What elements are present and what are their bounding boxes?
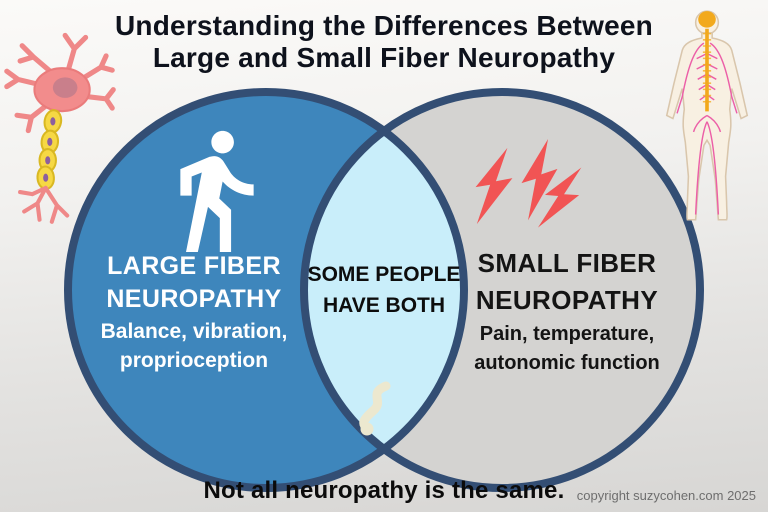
walking-person-icon [180,130,254,252]
neuron-nucleus [52,77,78,98]
small-fiber-section: SMALL FIBER NEUROPATHY Pain, temperature… [460,245,674,377]
body-outline [665,32,749,221]
small-fiber-heading-line-2: NEUROPATHY [475,285,659,315]
copyright-notice: copyright suzycohen.com 2025 [576,488,756,503]
page-title-line-2: Large and Small Fiber Neuropathy [152,42,616,73]
large-fiber-section: LARGE FIBER NEUROPATHY Balance, vibratio… [78,250,310,374]
large-fiber-heading-line-1: LARGE FIBER [107,252,281,280]
overlap-region [304,92,464,488]
myelin-sheath [36,109,63,190]
page-title-line-1: Understanding the Differences Between [115,10,653,41]
peripheral-nerves [676,42,738,215]
small-fiber-description-line-1: Pain, temperature, [479,323,655,345]
axon-terminals [18,185,70,224]
squiggle-watermark-icon [359,381,391,436]
large-fiber-heading-line-2: NEUROPATHY [106,285,282,313]
small-fiber-circle-outline [300,88,704,492]
lightning-bolt-icon [537,167,582,228]
large-fiber-circle-outline [64,88,468,492]
lightning-bolt-icon [521,139,558,221]
large-fiber-description-line-1: Balance, vibration, [100,320,288,343]
lightning-bolt-icon [475,147,513,225]
neuron-illustration [4,32,116,224]
lightning-bolts-icon [475,139,582,228]
page-title: Understanding the Differences Between La… [0,10,768,74]
human-nervous-system-illustration [665,10,749,221]
small-fiber-description-line-2: autonomic function [474,352,660,374]
overlap-section: SOME PEOPLE HAVE BOTH [303,259,465,321]
tagline: Not all neuropathy is the same. [203,477,565,504]
overlap-line-2: HAVE BOTH [322,294,446,317]
large-fiber-description-line-2: proprioception [119,349,269,372]
small-fiber-heading-line-1: SMALL FIBER [477,248,657,278]
overlap-line-1: SOME PEOPLE [307,263,461,286]
myelin-nuclei [43,117,56,182]
brain [698,11,716,28]
